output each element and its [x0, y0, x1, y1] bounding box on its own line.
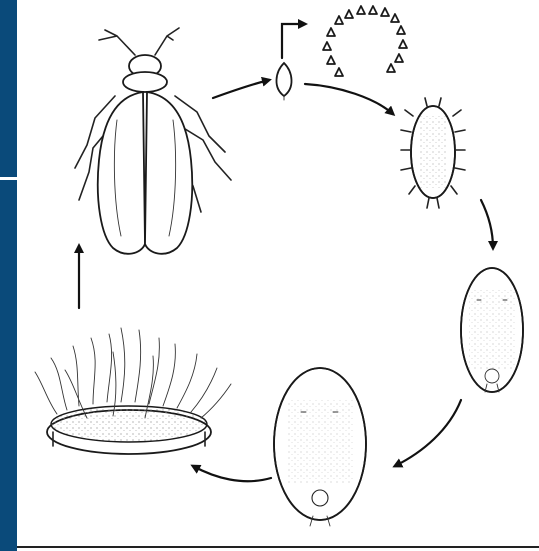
sidebar-panel-top: [0, 0, 17, 177]
pupa-case-icon: [35, 328, 231, 454]
nymph-icon: [461, 268, 523, 392]
nymph-icon: [274, 368, 366, 526]
egg-icon: [276, 63, 291, 100]
sidebar-panel-bottom: [0, 180, 17, 551]
egg-cluster-icon: [323, 6, 407, 76]
whitefly-life-cycle-diagram: [17, 0, 539, 546]
bottom-rule: [17, 546, 539, 548]
crawler-icon: [401, 98, 465, 208]
adult-whitefly-icon: [75, 28, 231, 254]
